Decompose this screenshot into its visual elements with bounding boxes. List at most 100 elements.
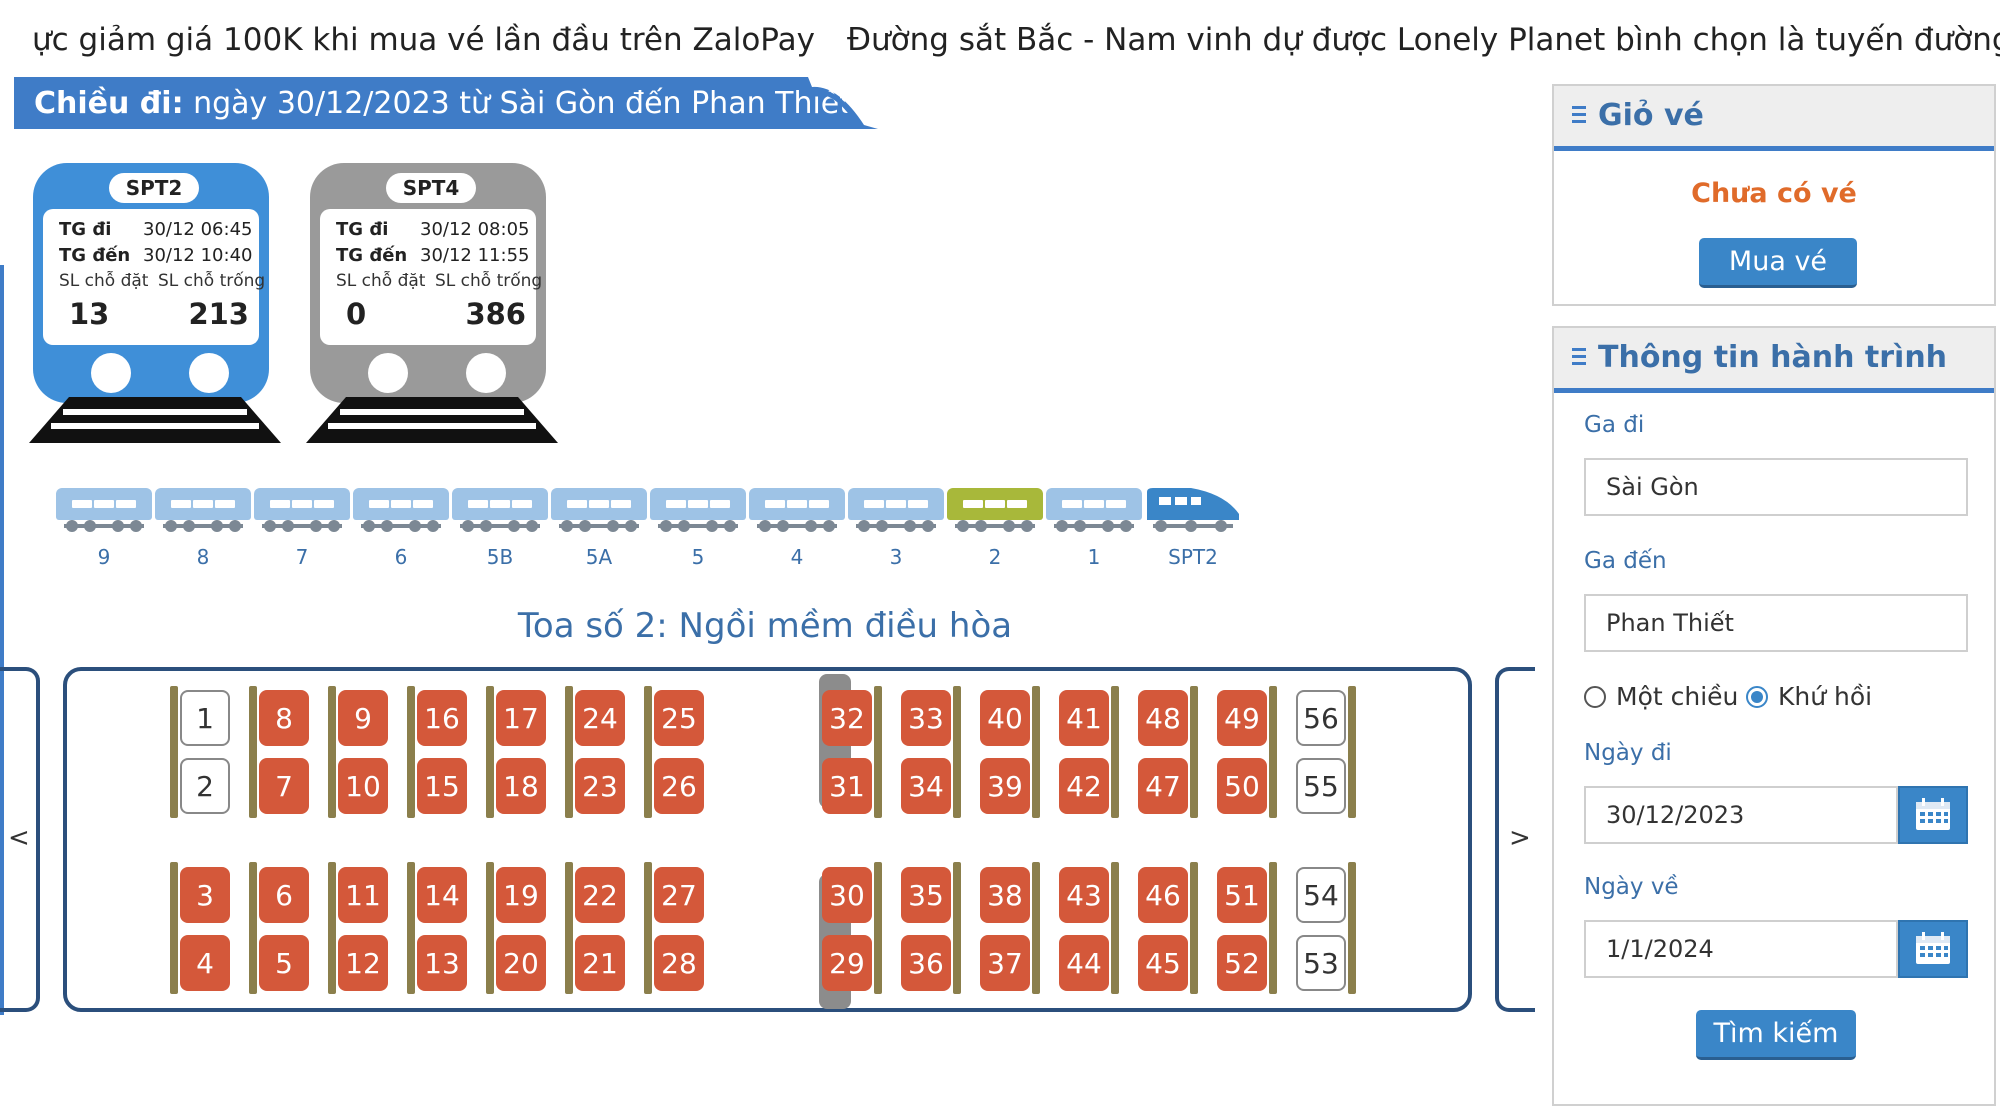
seat-24[interactable]: 24 xyxy=(575,690,625,746)
seat-53[interactable]: 53 xyxy=(1296,935,1346,991)
seat-1[interactable]: 1 xyxy=(180,690,230,746)
coach-wheel xyxy=(823,520,835,532)
seat-10[interactable]: 10 xyxy=(338,758,388,814)
seat-40[interactable]: 40 xyxy=(980,690,1030,746)
seat-23[interactable]: 23 xyxy=(575,758,625,814)
seat-56[interactable]: 56 xyxy=(1296,690,1346,746)
seat-15[interactable]: 15 xyxy=(417,758,467,814)
seat-25[interactable]: 25 xyxy=(654,690,704,746)
coach-label[interactable]: 3 xyxy=(889,545,903,569)
seat-7[interactable]: 7 xyxy=(259,758,309,814)
seat-9[interactable]: 9 xyxy=(338,690,388,746)
oneway-radio[interactable] xyxy=(1584,686,1606,708)
coach-label[interactable]: 5B xyxy=(486,545,514,569)
seat-16[interactable]: 16 xyxy=(417,690,467,746)
coach-item[interactable] xyxy=(155,488,251,538)
seat-30[interactable]: 30 xyxy=(822,867,872,923)
to-station-input[interactable]: Phan Thiết xyxy=(1584,594,1968,652)
locomotive-icon[interactable] xyxy=(1145,488,1241,538)
roundtrip-label[interactable]: Khứ hồi xyxy=(1778,682,1873,711)
seat-39[interactable]: 39 xyxy=(980,758,1030,814)
coach-item[interactable] xyxy=(749,488,845,538)
from-station-input[interactable]: Sài Gòn xyxy=(1584,458,1968,516)
seat-14[interactable]: 14 xyxy=(417,867,467,923)
coach-item[interactable] xyxy=(254,488,350,538)
coach-item[interactable] xyxy=(452,488,548,538)
seat-2[interactable]: 2 xyxy=(180,758,230,814)
seat-51[interactable]: 51 xyxy=(1217,867,1267,923)
coach-label[interactable]: 2 xyxy=(988,545,1002,569)
seat-45[interactable]: 45 xyxy=(1138,935,1188,991)
seat-11[interactable]: 11 xyxy=(338,867,388,923)
next-car-button[interactable]: > xyxy=(1495,667,1535,1012)
return-calendar-button[interactable] xyxy=(1898,920,1968,978)
buy-ticket-button[interactable]: Mua vé xyxy=(1699,238,1857,288)
seat-50[interactable]: 50 xyxy=(1217,758,1267,814)
coach-label[interactable]: 8 xyxy=(196,545,210,569)
seat-49[interactable]: 49 xyxy=(1217,690,1267,746)
search-button[interactable]: Tìm kiếm xyxy=(1696,1010,1856,1060)
seat-34[interactable]: 34 xyxy=(901,758,951,814)
ticker-item[interactable]: Đường sắt Bắc - Nam vinh dự được Lonely … xyxy=(847,22,2000,58)
seat-42[interactable]: 42 xyxy=(1059,758,1109,814)
seat-6[interactable]: 6 xyxy=(259,867,309,923)
coach-item[interactable] xyxy=(947,488,1043,538)
seat-41[interactable]: 41 xyxy=(1059,690,1109,746)
seat-48[interactable]: 48 xyxy=(1138,690,1188,746)
coach-item[interactable] xyxy=(650,488,746,538)
seat-17[interactable]: 17 xyxy=(496,690,546,746)
oneway-label[interactable]: Một chiều xyxy=(1616,682,1739,711)
seat-36[interactable]: 36 xyxy=(901,935,951,991)
seat-27[interactable]: 27 xyxy=(654,867,704,923)
seat-52[interactable]: 52 xyxy=(1217,935,1267,991)
seat-32[interactable]: 32 xyxy=(822,690,872,746)
seat-8[interactable]: 8 xyxy=(259,690,309,746)
seat-28[interactable]: 28 xyxy=(654,935,704,991)
seat-43[interactable]: 43 xyxy=(1059,867,1109,923)
seat-44[interactable]: 44 xyxy=(1059,935,1109,991)
seat-4[interactable]: 4 xyxy=(180,935,230,991)
seat-20[interactable]: 20 xyxy=(496,935,546,991)
seat-37[interactable]: 37 xyxy=(980,935,1030,991)
coach-item[interactable] xyxy=(353,488,449,538)
depart-calendar-button[interactable] xyxy=(1898,786,1968,844)
coach-label[interactable]: 6 xyxy=(394,545,408,569)
ticker-item[interactable]: ực giảm giá 100K khi mua vé lần đầu trên… xyxy=(32,22,815,58)
seat-38[interactable]: 38 xyxy=(980,867,1030,923)
seat-31[interactable]: 31 xyxy=(822,758,872,814)
seat-29[interactable]: 29 xyxy=(822,935,872,991)
coach-label[interactable]: 5A xyxy=(585,545,613,569)
seat-55[interactable]: 55 xyxy=(1296,758,1346,814)
seat-22[interactable]: 22 xyxy=(575,867,625,923)
seat-13[interactable]: 13 xyxy=(417,935,467,991)
seat-18[interactable]: 18 xyxy=(496,758,546,814)
return-date-input[interactable]: 1/1/2024 xyxy=(1584,920,1898,978)
coach-label[interactable]: 9 xyxy=(97,545,111,569)
seat-26[interactable]: 26 xyxy=(654,758,704,814)
coach-label[interactable]: SPT2 xyxy=(1168,545,1218,569)
coach-label[interactable]: 7 xyxy=(295,545,309,569)
seat-33[interactable]: 33 xyxy=(901,690,951,746)
coach-label[interactable]: 1 xyxy=(1087,545,1101,569)
coach-item[interactable] xyxy=(1046,488,1142,538)
roundtrip-radio[interactable] xyxy=(1746,686,1768,708)
seat-19[interactable]: 19 xyxy=(496,867,546,923)
depart-date-input[interactable]: 30/12/2023 xyxy=(1584,786,1898,844)
coach-item[interactable] xyxy=(551,488,647,538)
coach-label[interactable]: 5 xyxy=(691,545,705,569)
seat-47[interactable]: 47 xyxy=(1138,758,1188,814)
seat-46[interactable]: 46 xyxy=(1138,867,1188,923)
seat-3[interactable]: 3 xyxy=(180,867,230,923)
seat-12[interactable]: 12 xyxy=(338,935,388,991)
seat-5[interactable]: 5 xyxy=(259,935,309,991)
prev-car-button[interactable]: < xyxy=(0,667,40,1012)
coach-item[interactable] xyxy=(56,488,152,538)
coach-label[interactable]: 4 xyxy=(790,545,804,569)
coach-item[interactable] xyxy=(848,488,944,538)
seat-21[interactable]: 21 xyxy=(575,935,625,991)
seat-54[interactable]: 54 xyxy=(1296,867,1346,923)
seat-35[interactable]: 35 xyxy=(901,867,951,923)
seat-backrest xyxy=(565,862,573,994)
